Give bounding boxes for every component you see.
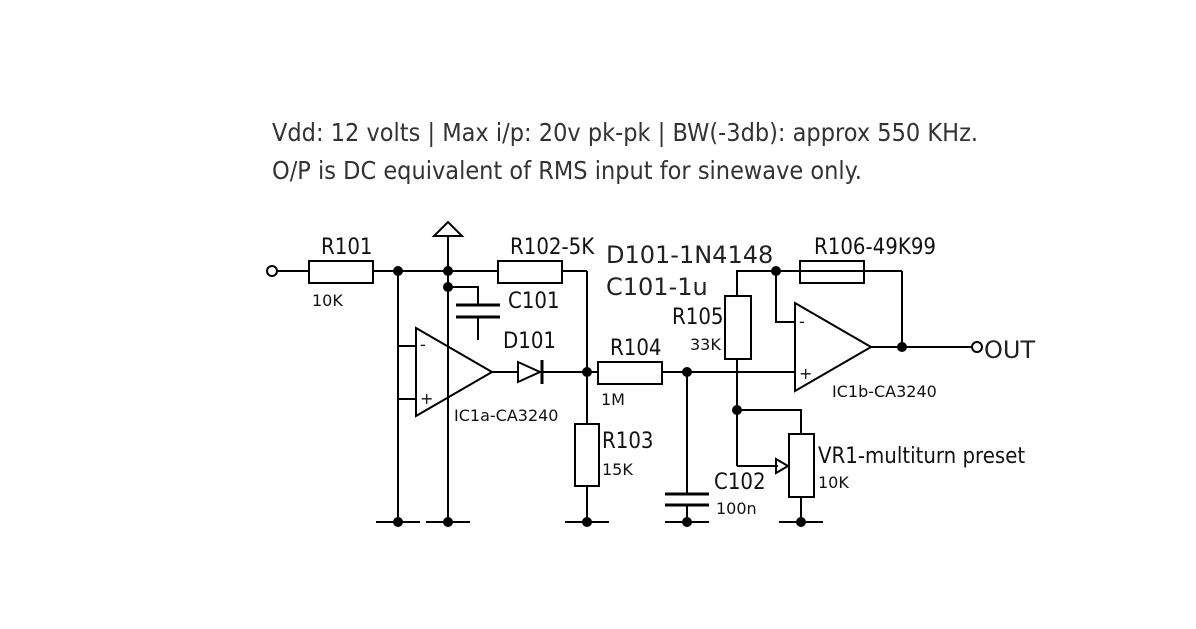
r105-value: 33K xyxy=(690,335,721,354)
junction-dot xyxy=(897,342,907,352)
ic1b-minus-sign: - xyxy=(799,312,805,331)
vr1-label: VR1-multiturn preset xyxy=(818,444,1025,469)
spec-note-line-2: O/P is DC equivalent of RMS input for si… xyxy=(272,156,862,185)
junction-dot xyxy=(443,517,453,527)
diode-d101 xyxy=(517,360,543,384)
opamp-ic1a xyxy=(415,326,494,418)
resistor-r105 xyxy=(724,295,752,360)
d101-label: D101 xyxy=(503,329,556,354)
r102-label: R102-5K xyxy=(510,235,595,260)
output-terminal xyxy=(971,341,983,353)
output-label: OUT xyxy=(984,336,1035,364)
ic1a-plus-sign: + xyxy=(420,389,433,408)
junction-dot xyxy=(771,266,781,276)
junction-dot xyxy=(582,517,592,527)
wire-ic1b-inverting xyxy=(775,271,795,323)
wire-vr1-top xyxy=(737,409,802,434)
r101-label: R101 xyxy=(321,235,373,260)
junction-dot xyxy=(682,367,692,377)
r103-label: R103 xyxy=(602,429,654,454)
supply-arrow-symbol xyxy=(431,220,465,237)
r101-value: 10K xyxy=(312,291,343,310)
junction-dot xyxy=(443,266,453,276)
r104-label: R104 xyxy=(610,336,662,361)
ic1a-minus-sign: - xyxy=(420,335,426,354)
parts-note-line-2: C101-1u xyxy=(606,273,708,301)
c102-label: C102 xyxy=(714,470,766,495)
ic1a-label: IC1a-CA3240 xyxy=(454,406,558,425)
resistor-r101 xyxy=(308,260,374,284)
potentiometer-vr1 xyxy=(788,433,815,498)
spec-note-line-1: Vdd: 12 volts | Max i/p: 20v pk-pk | BW(… xyxy=(272,118,979,147)
junction-dot xyxy=(796,517,806,527)
wiper-arrow-icon xyxy=(775,457,790,475)
r103-value: 15K xyxy=(602,460,633,479)
r106-label: R106-49K99 xyxy=(814,235,936,260)
junction-dot xyxy=(732,405,742,415)
parts-note-line-1: D101-1N4148 xyxy=(606,241,773,269)
ic1b-label: IC1b-CA3240 xyxy=(832,382,937,401)
junction-dot xyxy=(443,282,453,292)
junction-dot xyxy=(582,367,592,377)
resistor-r104 xyxy=(597,361,663,385)
c102-value: 100n xyxy=(716,499,757,518)
input-terminal xyxy=(266,265,278,277)
c101-label: C101 xyxy=(508,289,560,314)
resistor-r102 xyxy=(497,260,563,284)
wire-c101-top xyxy=(448,286,479,305)
r104-value: 1M xyxy=(601,390,625,409)
wire-r106-left xyxy=(736,270,900,296)
vr1-value: 10K xyxy=(818,473,849,492)
junction-dot xyxy=(393,266,403,276)
junction-dot xyxy=(682,517,692,527)
ic1b-plus-sign: + xyxy=(799,364,812,383)
resistor-r103 xyxy=(574,423,600,487)
r105-label: R105 xyxy=(672,305,724,330)
junction-dot xyxy=(393,517,403,527)
opamp-ic1b xyxy=(794,301,873,393)
